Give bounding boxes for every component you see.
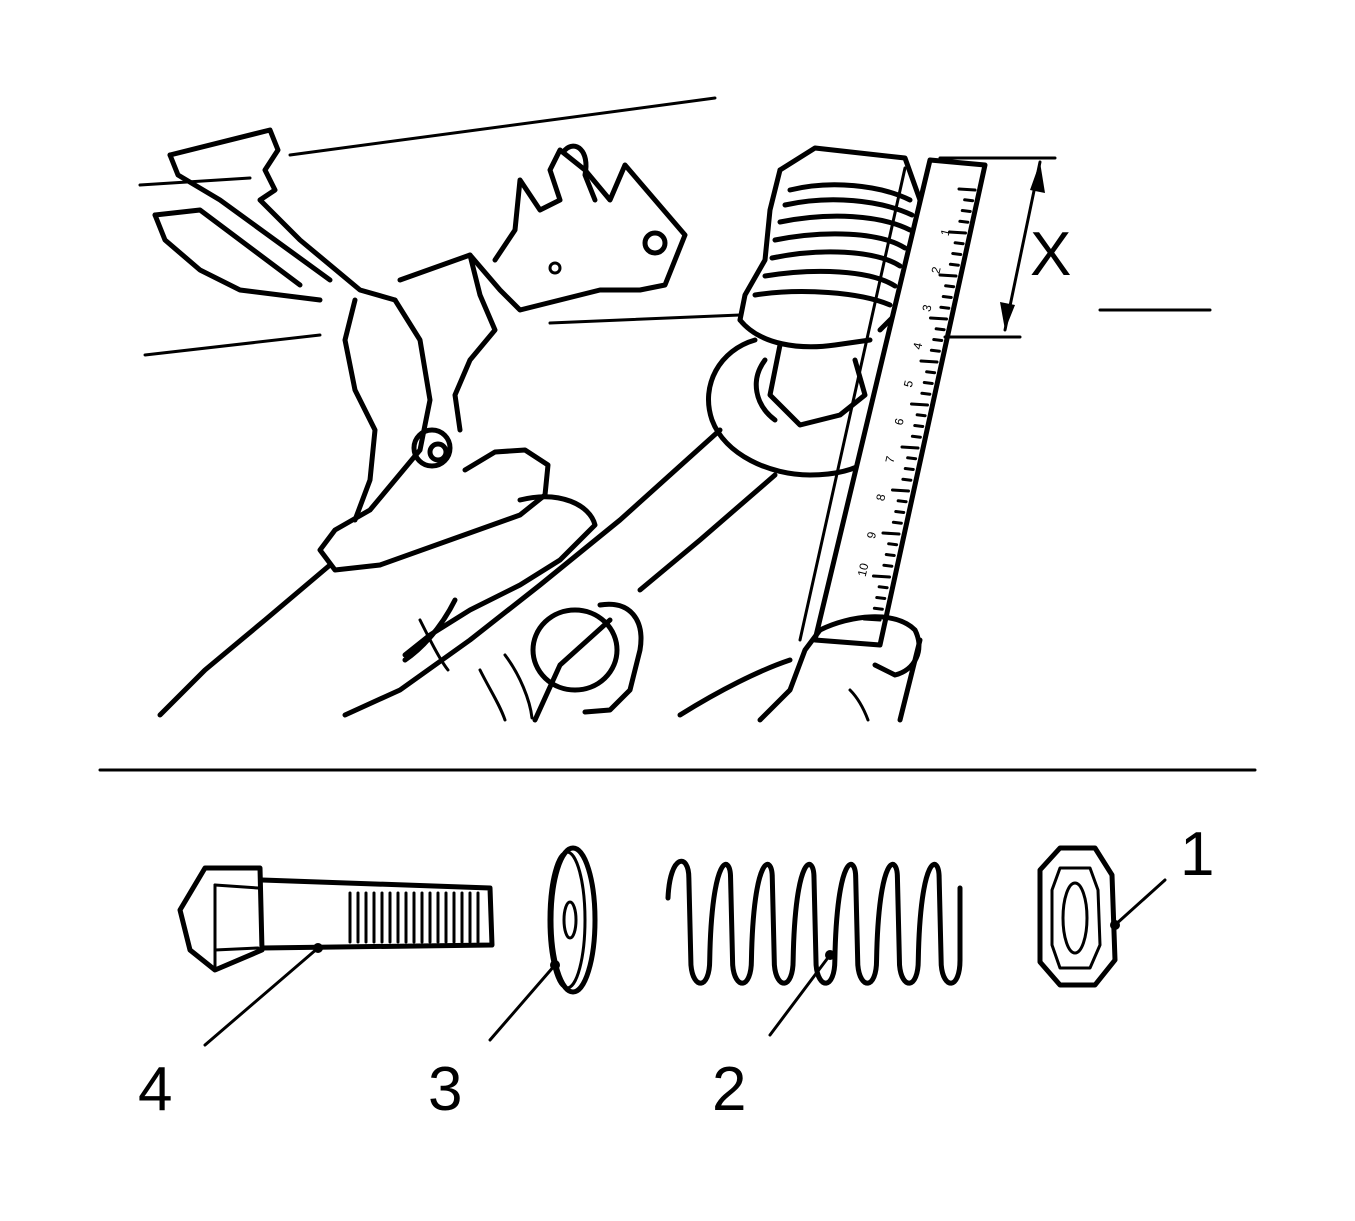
adjustment-illustration: 1 2 3 4 5 6 7 8 9 10 X [138, 96, 1212, 723]
ruler-tick [872, 606, 884, 611]
ruler-tick [938, 273, 958, 278]
bolt-icon [177, 865, 495, 973]
parts-row: 1 2 3 4 [138, 820, 1214, 1124]
ruler-mark-label: 6 [892, 417, 907, 427]
ruler-tick [906, 456, 918, 461]
ruler-tick [957, 187, 977, 192]
wrench-icon [342, 337, 873, 723]
ruler-tick [925, 370, 937, 375]
spring-icon [665, 858, 963, 986]
ruler-tick [932, 338, 944, 342]
ruler-tick [941, 295, 953, 299]
callout-4: 4 [138, 1055, 172, 1124]
ruler-tick [891, 520, 903, 525]
ruler-tick [963, 198, 975, 203]
ruler-tick [875, 596, 887, 600]
ruler-tick [953, 241, 965, 246]
ruler-tick [944, 284, 956, 289]
ruler-tick [929, 316, 948, 321]
ruler-mark-label: 9 [864, 530, 879, 540]
ruler-tick [901, 477, 913, 482]
ruler-tick [882, 563, 894, 568]
ruler-tick [915, 413, 927, 418]
ruler-tick [958, 219, 970, 224]
ruler-tick [929, 348, 941, 353]
ruler-tick [920, 391, 932, 396]
ruler-tick [910, 402, 929, 407]
ruler-tick [951, 252, 963, 256]
ruler-tick [900, 445, 920, 450]
callout-2: 2 [712, 1055, 746, 1124]
ruler-mark-label: 1 [938, 227, 953, 237]
ruler-mark-label: 7 [882, 454, 897, 464]
ruler-mark-label: 4 [910, 341, 925, 351]
ruler-tick [891, 488, 910, 493]
nut-icon [1037, 845, 1118, 988]
second-hand-icon [677, 614, 923, 723]
ruler-tick [934, 327, 946, 332]
ruler-tick [896, 499, 908, 504]
ruler-tick [919, 359, 939, 364]
pedal-bracket-icon [152, 127, 688, 573]
ruler-mark-label: 3 [919, 303, 934, 313]
ruler-tick [894, 510, 906, 514]
ruler-tick [872, 574, 891, 579]
ruler-mark-label: 5 [901, 379, 916, 389]
ruler-tick [903, 467, 915, 471]
ruler-tick [948, 230, 967, 235]
ruler-tick [960, 209, 972, 213]
ruler-tick [887, 542, 899, 547]
callout-leaders [203, 878, 1167, 1047]
ruler-tick [948, 262, 960, 267]
ruler-tick [881, 531, 901, 536]
ruler-mark-label: 10 [855, 561, 872, 577]
dimension-x-marker: X [938, 156, 1212, 339]
callout-1: 1 [1180, 820, 1214, 889]
ruler-tick [884, 553, 896, 557]
ruler-mark-label: 8 [873, 492, 888, 502]
ruler-tick [910, 434, 922, 439]
washer-icon [547, 845, 598, 995]
ruler-tick [913, 424, 925, 428]
dimension-x-label: X [1030, 220, 1071, 289]
ruler-tick [877, 585, 889, 590]
hand-icon [157, 494, 644, 722]
callout-3: 3 [428, 1055, 462, 1124]
ruler-tick [922, 381, 934, 385]
ruler-mark-label: 2 [929, 265, 944, 275]
ruler-icon: 1 2 3 4 5 6 7 8 9 10 [798, 157, 988, 648]
ruler-tick [939, 305, 951, 310]
